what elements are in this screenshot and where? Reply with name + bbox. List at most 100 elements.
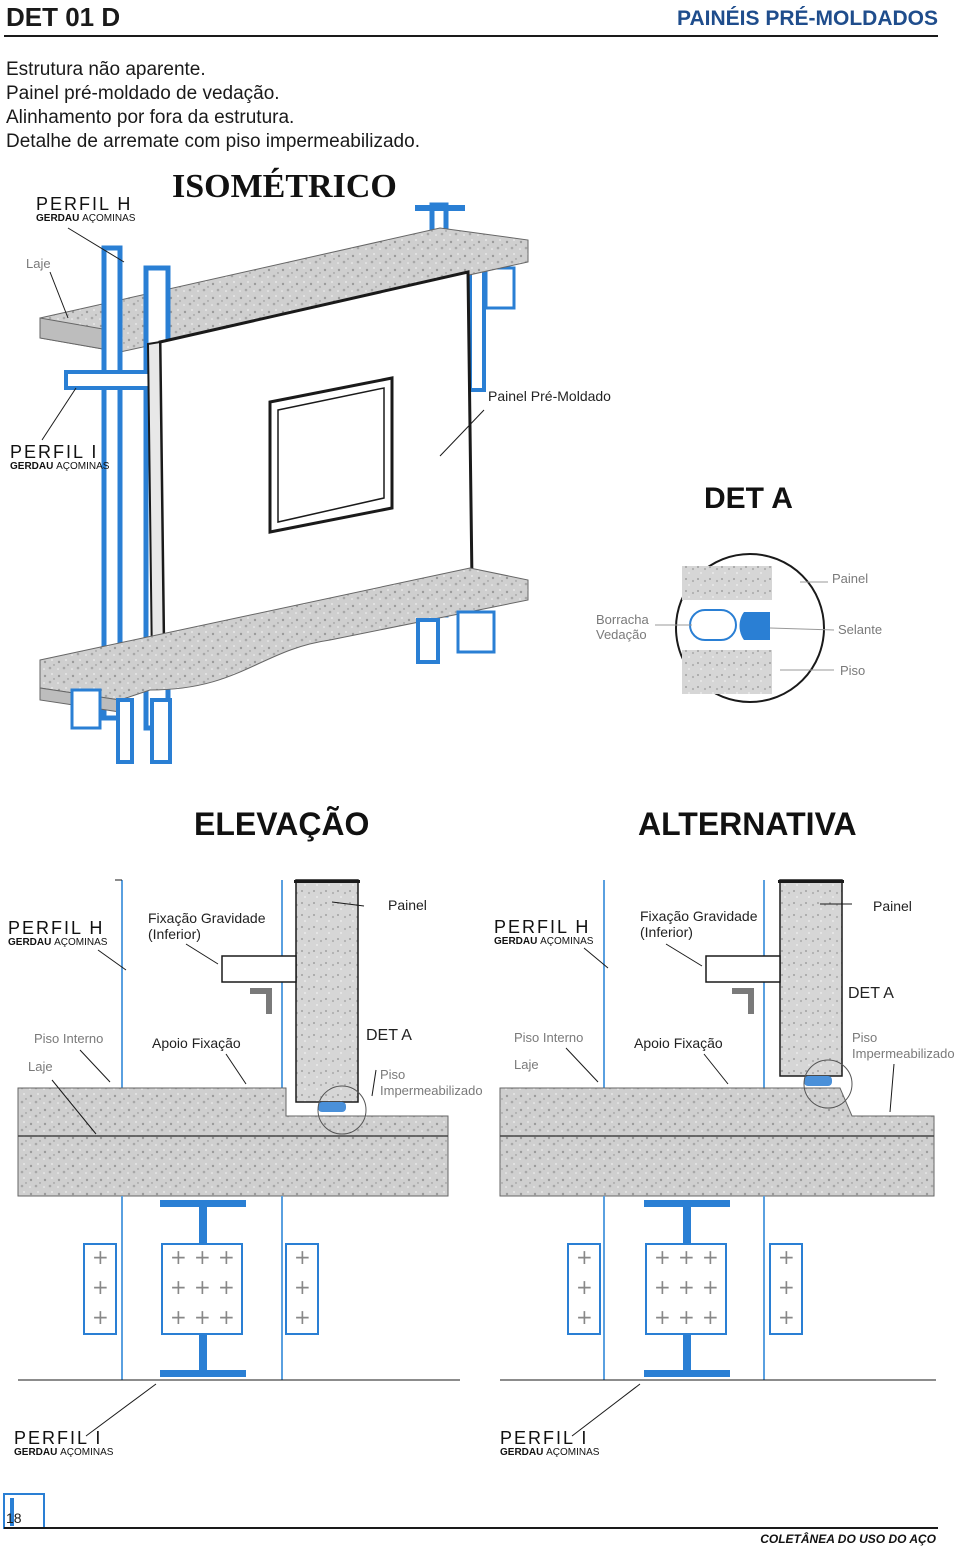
svg-text:+: + bbox=[678, 1305, 695, 1329]
brand-bold: GERDAU bbox=[10, 461, 54, 472]
gerdau-brand: GERDAU AÇOMINAS bbox=[8, 937, 107, 948]
laje-label-alt: Laje bbox=[514, 1057, 539, 1072]
svg-text:+: + bbox=[218, 1305, 235, 1329]
brand-bold: GERDAU bbox=[14, 1447, 58, 1458]
perfil-h-label-iso: PERFIL H GERDAU AÇOMINAS bbox=[36, 194, 135, 224]
fixacao-text: Fixação Gravidade bbox=[148, 910, 266, 926]
piso-imper-label-alt: Piso Impermeabilizado bbox=[852, 1030, 955, 1062]
elevacao-title: ELEVAÇÃO bbox=[194, 806, 370, 842]
brand-rest: AÇOMINAS bbox=[546, 1447, 600, 1458]
svg-text:+: + bbox=[218, 1245, 235, 1269]
svg-text:+: + bbox=[702, 1245, 719, 1269]
perfil-h-text: PERFIL H bbox=[494, 917, 591, 937]
svg-text:+: + bbox=[778, 1275, 795, 1299]
svg-text:+: + bbox=[778, 1245, 795, 1269]
svg-text:+: + bbox=[170, 1275, 187, 1299]
description-line: Painel pré-moldado de vedação. bbox=[6, 83, 280, 104]
brand-bold: GERDAU bbox=[8, 937, 52, 948]
perfil-i-text: PERFIL I bbox=[14, 1428, 103, 1448]
page-number: 18 bbox=[6, 1510, 22, 1526]
svg-text:+: + bbox=[194, 1275, 211, 1299]
svg-text:+: + bbox=[294, 1245, 311, 1269]
description-line: Estrutura não aparente. bbox=[6, 59, 206, 80]
svg-text:+: + bbox=[678, 1275, 695, 1299]
svg-text:+: + bbox=[194, 1245, 211, 1269]
det-a-painel-label: Painel bbox=[832, 571, 869, 586]
det-a-label-elev: DET A bbox=[366, 1027, 412, 1044]
svg-text:+: + bbox=[702, 1305, 719, 1329]
description: Estrutura não aparente. Painel pré-molda… bbox=[6, 58, 420, 154]
perfil-i-label-elev: PERFIL I GERDAU AÇOMINAS bbox=[14, 1428, 113, 1458]
piso-text: Piso bbox=[380, 1067, 406, 1082]
perfil-h-text: PERFIL H bbox=[36, 194, 133, 214]
impermeabilizado-text: Impermeabilizado bbox=[852, 1046, 955, 1061]
fixacao-label-elev: Fixação Gravidade (Inferior) bbox=[148, 910, 266, 942]
svg-text:+: + bbox=[576, 1245, 593, 1269]
elevation-view: + + + + + + + + + + + + + + + bbox=[17, 879, 460, 1437]
fixacao-text: Fixação Gravidade bbox=[640, 908, 758, 924]
svg-text:+: + bbox=[170, 1245, 187, 1269]
description-line: Alinhamento por fora da estrutura. bbox=[6, 107, 295, 128]
borracha-text: Borracha bbox=[596, 612, 649, 627]
painel-label-alt: Painel bbox=[873, 898, 912, 914]
perfil-h-label-alt: PERFIL H GERDAU AÇOMINAS bbox=[494, 917, 593, 947]
piso-label: Piso bbox=[840, 663, 866, 678]
perfil-i-text: PERFIL I bbox=[10, 442, 99, 462]
description-line: Detalhe de arremate com piso impermeabil… bbox=[6, 131, 420, 152]
painel-label-elev: Painel bbox=[388, 897, 427, 913]
svg-text:+: + bbox=[576, 1275, 593, 1299]
isometric-title: ISOMÉTRICO bbox=[172, 168, 397, 205]
gerdau-brand: GERDAU AÇOMINAS bbox=[14, 1447, 113, 1458]
perfil-i-label-iso: PERFIL I GERDAU AÇOMINAS bbox=[10, 442, 109, 472]
brand-rest: AÇOMINAS bbox=[60, 1447, 114, 1458]
brand-bold: GERDAU bbox=[500, 1447, 544, 1458]
svg-text:+: + bbox=[194, 1305, 211, 1329]
painel-pre-moldado-label: Painel Pré-Moldado bbox=[488, 388, 611, 404]
svg-text:+: + bbox=[92, 1245, 109, 1269]
impermeabilizado-text: Impermeabilizado bbox=[380, 1083, 483, 1098]
section-title: PAINÉIS PRÉ-MOLDADOS bbox=[677, 7, 938, 30]
brand-bold: GERDAU bbox=[494, 936, 538, 947]
page-code: DET 01 D bbox=[6, 2, 121, 32]
svg-text:+: + bbox=[294, 1305, 311, 1329]
svg-text:+: + bbox=[294, 1275, 311, 1299]
brand-rest: AÇOMINAS bbox=[82, 213, 136, 224]
gerdau-brand: GERDAU AÇOMINAS bbox=[494, 936, 593, 947]
apoio-label-alt: Apoio Fixação bbox=[634, 1035, 723, 1051]
inferior-text: (Inferior) bbox=[148, 926, 201, 942]
footer-rule bbox=[4, 1527, 938, 1529]
det-a-label-alt: DET A bbox=[848, 985, 894, 1002]
piso-text: Piso bbox=[852, 1030, 878, 1045]
brand-rest: AÇOMINAS bbox=[54, 937, 108, 948]
piso-interno-label-alt: Piso Interno bbox=[514, 1030, 584, 1045]
svg-text:+: + bbox=[576, 1305, 593, 1329]
gerdau-brand: GERDAU AÇOMINAS bbox=[36, 213, 135, 224]
gerdau-brand: GERDAU AÇOMINAS bbox=[10, 461, 109, 472]
vedacao-text: Vedação bbox=[596, 627, 647, 642]
svg-text:+: + bbox=[218, 1275, 235, 1299]
svg-text:+: + bbox=[92, 1305, 109, 1329]
svg-text:+: + bbox=[678, 1245, 695, 1269]
laje-label-iso: Laje bbox=[26, 256, 51, 271]
svg-text:+: + bbox=[654, 1245, 671, 1269]
fixacao-label-alt: Fixação Gravidade (Inferior) bbox=[640, 908, 758, 940]
svg-text:+: + bbox=[654, 1305, 671, 1329]
borracha-vedacao-label: Borracha Vedação bbox=[596, 612, 649, 642]
svg-text:+: + bbox=[92, 1275, 109, 1299]
isometric-view bbox=[39, 202, 529, 764]
selante-label: Selante bbox=[838, 622, 883, 637]
brand-bold: GERDAU bbox=[36, 213, 80, 224]
laje-label-elev: Laje bbox=[28, 1059, 53, 1074]
det-a-title: DET A bbox=[704, 482, 793, 515]
brand-rest: AÇOMINAS bbox=[540, 936, 594, 947]
svg-text:+: + bbox=[702, 1275, 719, 1299]
alternativa-title: ALTERNATIVA bbox=[638, 806, 857, 842]
svg-text:+: + bbox=[778, 1305, 795, 1329]
svg-text:+: + bbox=[170, 1305, 187, 1329]
alternative-view: +++ +++ +++ +++ +++ bbox=[499, 879, 936, 1437]
brand-rest: AÇOMINAS bbox=[56, 461, 110, 472]
apoio-label-elev: Apoio Fixação bbox=[152, 1035, 241, 1051]
perfil-i-text: PERFIL I bbox=[500, 1428, 589, 1448]
perfil-i-label-alt: PERFIL I GERDAU AÇOMINAS bbox=[500, 1428, 599, 1458]
